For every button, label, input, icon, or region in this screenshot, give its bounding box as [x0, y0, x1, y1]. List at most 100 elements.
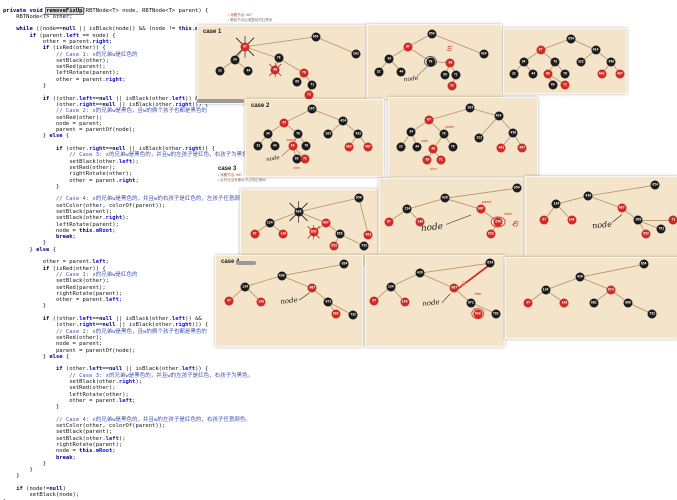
code-editor[interactable]: private void removeFixUp(RBTNode<T> node… — [3, 6, 254, 500]
black-tree-node: 32 — [253, 141, 263, 151]
panel-case-label: case 2 — [251, 103, 270, 109]
black-tree-node: 436 — [575, 272, 585, 282]
red-tree-node: 67 — [250, 229, 260, 239]
red-tree-node: 67 — [523, 298, 533, 308]
panel-case-label: case 1 — [203, 29, 222, 35]
black-tree-node: 654 — [512, 183, 522, 193]
black-tree-node: 654 — [485, 258, 495, 268]
case-header-bullet: • 待删节点: #67 — [228, 13, 252, 17]
black-tree-node: 322 — [474, 133, 484, 142]
red-tree-node: 652 — [486, 229, 496, 239]
red-tree-node: 67 — [403, 42, 413, 52]
red-tree-node: 73 — [304, 90, 314, 100]
black-tree-node: 32 — [374, 67, 384, 77]
red-tree-node: 71 — [668, 215, 677, 225]
black-tree-node: 424 — [479, 49, 489, 59]
red-tree-node: 667 — [307, 283, 317, 293]
black-tree-node: 654 — [566, 34, 576, 44]
black-tree-node: 69 — [440, 70, 450, 80]
black-tree-node: 792 — [359, 241, 369, 251]
black-tree-node: 658 — [633, 215, 643, 225]
black-tree-node: 34 — [519, 57, 529, 67]
red-tree-node: 148 — [400, 297, 410, 307]
black-tree-node: 436 — [294, 207, 304, 217]
black-tree-node: 44 — [270, 141, 280, 151]
red-tree-node: 68 — [445, 58, 455, 68]
black-tree-node: 134 — [386, 282, 396, 292]
black-tree-node: 134 — [265, 218, 275, 228]
hand-annotation-other: other — [473, 291, 482, 296]
black-tree-node: 672 — [323, 297, 333, 307]
case-header-label: case 3 — [218, 166, 237, 172]
black-tree-node: 654 — [639, 259, 649, 269]
case-header: • 待删节点: #67• 删除节点后调整前的红黑树 — [228, 13, 272, 22]
black-tree-node: 432 — [353, 129, 363, 139]
black-tree-node: 32 — [396, 142, 406, 152]
red-tree-node: 68 — [270, 65, 280, 75]
red-tree-node: 668 — [331, 309, 341, 319]
scrollbar-artifact — [197, 99, 244, 103]
hand-annotation-parent: parent — [286, 137, 296, 142]
red-tree-node: 67 — [224, 296, 234, 306]
black-tree-node: 322 — [576, 57, 586, 67]
black-tree-node: 672 — [466, 298, 476, 308]
black-tree-node: 34 — [384, 54, 394, 64]
black-tree-node: 668 — [623, 298, 633, 308]
hand-annotation-node: node — [266, 154, 281, 163]
red-tree-node: 668 — [473, 309, 483, 319]
black-tree-node: 654 — [354, 193, 364, 203]
black-tree-node: 71 — [307, 80, 317, 90]
black-tree-node: 654 — [427, 29, 437, 39]
hand-annotation-parent: parent — [445, 125, 455, 130]
black-tree-node: 32 — [509, 69, 519, 79]
black-tree-node: 69 — [548, 80, 558, 90]
black-tree-node: 34 — [230, 55, 240, 65]
red-tree-node: 68 — [543, 69, 553, 79]
black-tree-node: 163 — [351, 49, 361, 59]
black-tree-node: 792 — [348, 310, 358, 320]
red-tree-node: 67 — [279, 118, 289, 128]
red-tree-node: 667 — [617, 203, 627, 213]
black-tree-node: 78 — [439, 129, 449, 139]
black-tree-node: 34 — [263, 129, 273, 139]
red-tree-node: 667 — [476, 204, 486, 214]
black-tree-node: 76 — [448, 142, 458, 152]
black-tree-node: 654 — [311, 32, 321, 42]
red-tree-node: 67 — [240, 42, 250, 52]
black-tree-node: 436 — [415, 268, 425, 278]
hand-annotation-左: 左 — [459, 280, 467, 288]
black-tree-node: 44 — [412, 142, 422, 152]
hand-annotation-other: other — [293, 166, 301, 171]
black-tree-node: 163 — [323, 129, 333, 139]
red-tree-node: 67 — [384, 217, 394, 227]
red-tree-node: 652 — [329, 241, 339, 251]
black-tree-node: 662 — [589, 298, 599, 308]
red-tree-node: 673 — [606, 285, 616, 295]
red-tree-node: 69 — [422, 155, 432, 165]
black-tree-node: 69 — [292, 77, 302, 87]
red-tree-node: 658 — [309, 227, 319, 237]
black-tree-node: 32 — [215, 66, 225, 76]
red-tree-node: 148 — [256, 297, 266, 307]
red-tree-node: 667 — [321, 218, 331, 228]
black-tree-node: 424 — [591, 45, 600, 55]
red-tree-node: 148 — [415, 217, 425, 227]
hand-annotation-node: node — [421, 297, 440, 308]
red-tree-node: 667 — [449, 283, 459, 293]
black-tree-node: 436 — [440, 193, 450, 203]
black-tree-node: 76 — [560, 69, 570, 79]
red-tree-node: 443 — [597, 69, 607, 79]
red-tree-node: 67 — [369, 296, 379, 306]
black-tree-node: 436 — [583, 191, 593, 201]
hand-annotation-other: other — [504, 212, 513, 217]
hand-annotation-node: node — [420, 138, 429, 143]
hand-annotation-node: node — [402, 74, 419, 84]
